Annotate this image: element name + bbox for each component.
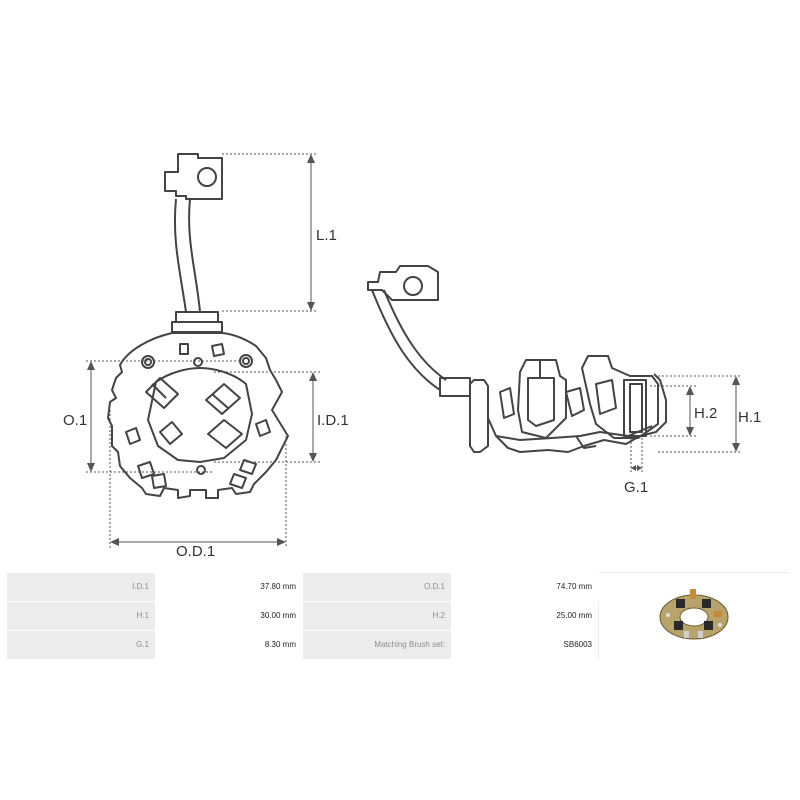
table-row: G.1 8.30 mm Matching Brush set: SB6003 (7, 630, 790, 660)
spec-label: Matching Brush set: (302, 630, 452, 660)
front-view (107, 153, 289, 499)
spec-label: I.D.1 (7, 572, 156, 602)
dimension-label-h1: H.1 (738, 409, 761, 426)
spec-value: 30.00 mm (155, 601, 303, 631)
dimension-label-o1: O.1 (63, 412, 87, 429)
brush-holder-photo-icon (659, 588, 729, 640)
front-arrowheads (87, 154, 317, 546)
front-dimensions (86, 153, 320, 548)
spec-value: 37.80 mm (155, 572, 303, 602)
spec-table: I.D.1 37.80 mm O.D.1 74.70 mm H.1 30.00 … (7, 572, 790, 660)
side-dimensions (630, 375, 742, 474)
table-row: H.1 30.00 mm H.2 25.00 mm (7, 601, 790, 631)
product-photo (598, 572, 790, 660)
side-view (367, 265, 667, 453)
dimension-label-g1: G.1 (624, 479, 648, 496)
dimension-label-id1: I.D.1 (317, 412, 349, 429)
technical-drawing: L.1 O.1 I.D.1 O.D.1 H.1 H.2 G.1 (63, 153, 761, 560)
dimension-label-l1: L.1 (316, 227, 337, 244)
spec-value: 8.30 mm (155, 630, 303, 660)
side-arrowheads (631, 376, 740, 471)
spec-label: H.2 (302, 601, 452, 631)
spec-value: 25.00 mm (451, 601, 599, 631)
spec-label: H.1 (7, 601, 156, 631)
spec-label: G.1 (7, 630, 156, 660)
dimension-label-od1: O.D.1 (176, 543, 215, 560)
dimension-label-h2: H.2 (694, 405, 717, 422)
spec-value: SB6003 (451, 630, 599, 660)
spec-label: O.D.1 (302, 572, 452, 602)
table-row: I.D.1 37.80 mm O.D.1 74.70 mm (7, 572, 790, 660)
spec-value: 74.70 mm (451, 572, 599, 602)
